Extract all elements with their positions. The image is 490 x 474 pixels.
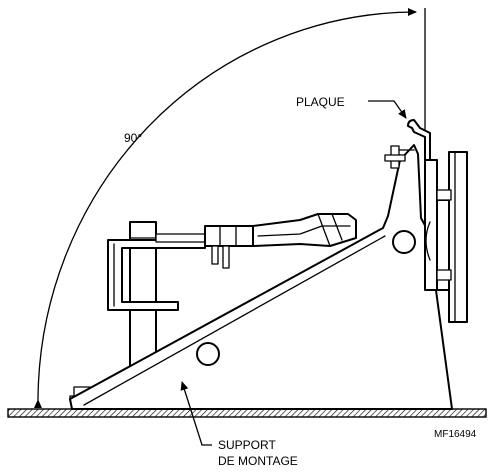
motor-unit — [425, 151, 468, 323]
base-plate — [7, 408, 487, 418]
mounting-bracket — [69, 144, 453, 410]
bracket-edge — [83, 235, 386, 406]
plate-label: PLAQUE — [296, 95, 345, 109]
plate-leader-line — [368, 100, 407, 119]
angle-label: 90° — [124, 131, 142, 145]
support-label-line1: SUPPORT — [218, 438, 276, 452]
figure-code: MF16494 — [434, 429, 477, 440]
bracket-hole-upper — [392, 230, 416, 254]
swing-arc — [33, 8, 417, 409]
support-leader-line — [180, 381, 212, 446]
support-label-line2: DE MONTAGE — [218, 454, 298, 468]
bracket-hole-lower — [196, 342, 220, 366]
actuator-linkage — [107, 213, 357, 311]
